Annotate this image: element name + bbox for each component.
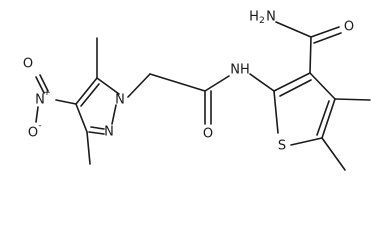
bond-s-c2 [273,90,279,134]
bond-nitro-n-o-double-2 [39,74,49,92]
bond-carbonyl-nh [204,75,230,92]
bond-c2-c3 [273,72,311,92]
atom-carboxamide-h: H [249,10,259,25]
atom-pyrazole-n2: N [104,125,114,140]
bond-nitro-n-c4 [55,99,77,105]
bond-c4-c5 [75,77,98,105]
atom-nitro-o-single: O [28,126,38,141]
atom-amide-nh: NH [230,63,250,78]
bond-carboxamide-o [310,26,340,38]
chemical-structure-diagram: N + O O - N N O NH H 2 N O S [23,10,371,171]
bond-lines [35,21,371,171]
atom-nitro-o-double: O [23,57,33,72]
atom-thiophene-s: S [278,139,286,154]
bond-c4-c5 [321,98,336,139]
bond-carboxamide-o-double [313,32,342,44]
bond-nitro-n-o-double [35,76,45,94]
atom-amide-o: O [203,127,213,142]
bond-n2-c3 [88,131,105,135]
bond-c3-c4 [75,103,88,133]
atom-carboxamide-h-subscript: 2 [259,16,265,26]
atom-pyrazole-n1: N [115,93,125,108]
atom-labels: N + O O - N N O NH H 2 N O S [23,10,354,154]
atom-carboxamide-o: O [344,20,354,35]
bond-c3-methyl [86,131,91,165]
bond-c2-c3-double [279,79,312,97]
bond-nitro-n-o-single [35,106,39,123]
bond-n2-c3-double [90,126,105,130]
bond-nh-thiophene [249,73,275,92]
bond-c5-methyl [321,137,346,171]
bond-n1-ch2 [127,73,151,98]
bond-c5-s [290,137,323,146]
bond-c4-methyl [334,98,371,101]
bond-c3-carboxamide [309,36,312,74]
atom-nitro-n-charge: + [43,88,51,98]
atom-carboxamide-n: N [266,10,276,25]
atom-nitro-o-charge: - [38,121,41,131]
bond-c5-n1 [96,77,120,95]
bond-carboxamide-n [275,21,312,38]
atom-nitro-n: N [35,93,45,108]
bond-c3-c4 [309,72,336,100]
bond-c4-c5-double [316,100,330,136]
bond-c4-c5-double [80,83,100,107]
bond-ch2-carbonyl [149,73,206,92]
bond-n1-n2 [111,104,117,125]
